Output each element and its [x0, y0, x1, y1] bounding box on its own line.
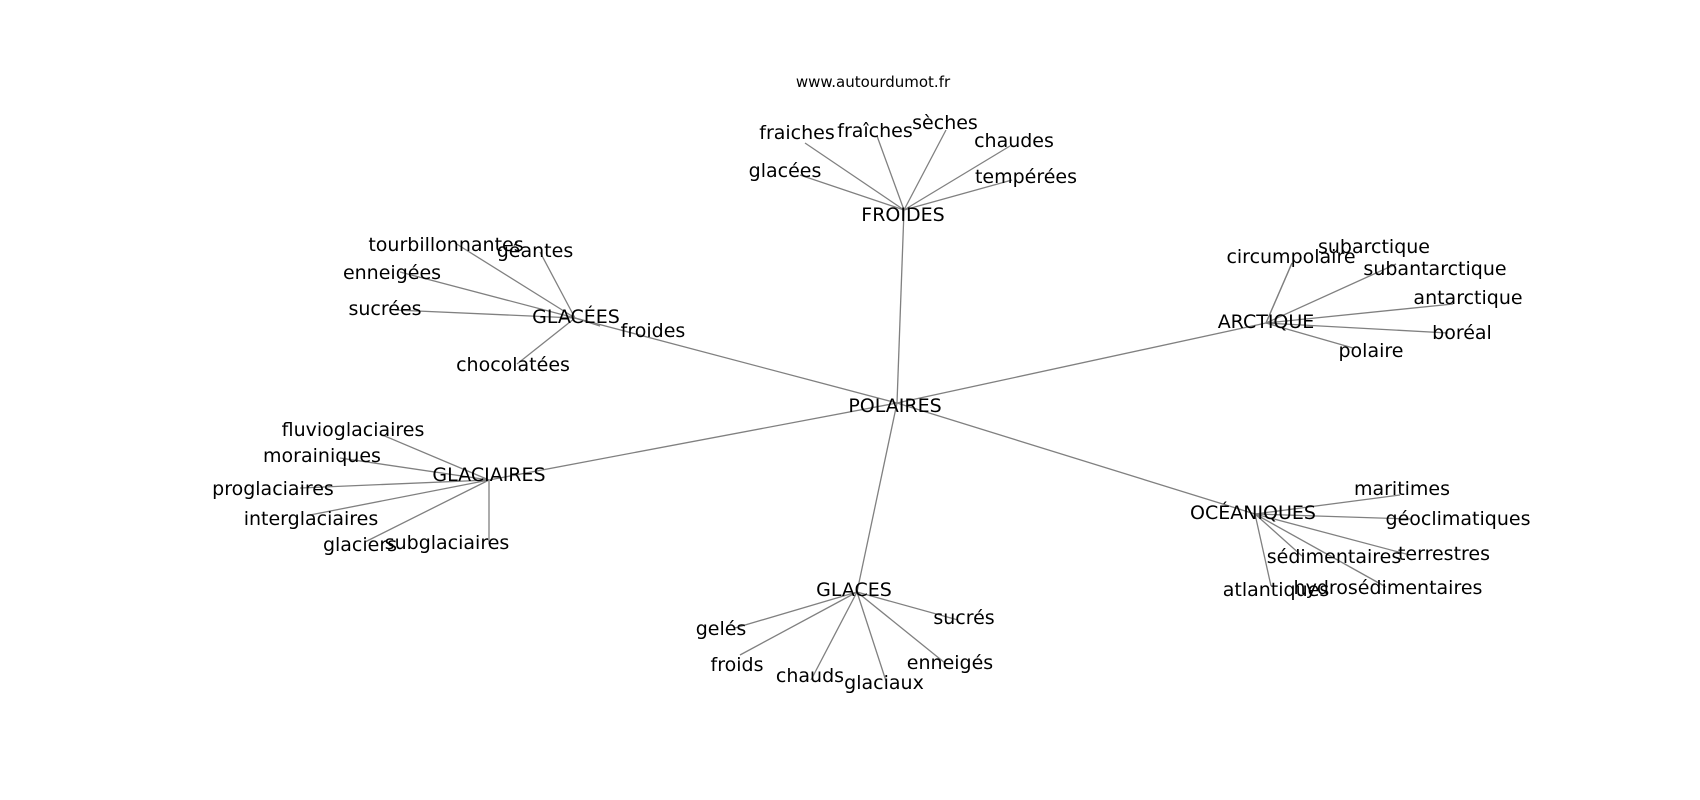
edge-oceaniques-leaf-0	[1254, 494, 1401, 515]
leaf-atlantiques: atlantiques	[1223, 579, 1329, 601]
edge-oceaniques-leaf-4	[1254, 513, 1272, 587]
group-node-glacees: GLACÉES	[532, 305, 620, 328]
edge-glaciaires-leaf-2	[299, 479, 490, 489]
group-node-glaces: GLACES	[816, 579, 892, 601]
edge-oceaniques-leaf-1	[1254, 513, 1411, 520]
leaf-glaciers: glaciers	[323, 534, 397, 556]
leaf-terrestres: terrestres	[1398, 543, 1490, 565]
leaf-geoclimatiques: géoclimatiques	[1386, 508, 1531, 530]
leaf-polaire: polaire	[1339, 340, 1404, 362]
edge-glacees-leaf-4	[574, 317, 601, 327]
leaf-tourbillonnantes: tourbillonnantes	[368, 234, 523, 256]
edge-glaciaires-leaf-0	[379, 433, 490, 481]
edge-froides-leaf-0	[804, 142, 905, 211]
edge-froides-leaf-4	[799, 174, 905, 211]
leaf-interglaciaires: interglaciaires	[244, 508, 379, 530]
group-node-glaciaires: GLACIAIRES	[432, 464, 545, 486]
leaf-fraiches: fraiches	[759, 122, 835, 144]
edge-center-glaces	[856, 402, 898, 593]
center-node-polaires: POLAIRES	[848, 395, 941, 417]
edge-center-oceaniques	[896, 402, 1256, 515]
edge-oceaniques-leaf-3	[1254, 513, 1407, 555]
leaf-glaciaux: glaciaux	[844, 672, 924, 694]
edge-center-froides	[896, 209, 905, 404]
edge-glaces-leaf-5	[856, 591, 887, 682]
leaf-chaudes: chaudes	[974, 130, 1054, 152]
leaf-maritimes: maritimes	[1354, 478, 1450, 500]
group-node-froides: FROIDES	[861, 204, 944, 226]
leaf-froids: froids	[711, 654, 764, 676]
graph-edges	[299, 129, 1454, 682]
edge-glaces-leaf-1	[734, 591, 858, 629]
leaf-boreal: boréal	[1432, 322, 1492, 344]
edge-glaciaires-leaf-3	[309, 479, 490, 516]
leaf-fraiches-accent: fraîches	[837, 120, 913, 142]
edge-glacees-leaf-5	[516, 317, 576, 365]
leaf-subglaciaires: subglaciaires	[385, 532, 510, 554]
edge-arctique-leaf-5	[1265, 322, 1354, 349]
leaf-fluvioglaciaires: fluvioglaciaires	[282, 419, 425, 441]
leaf-temperees: tempérées	[975, 166, 1077, 188]
leaf-morainiques: morainiques	[263, 445, 381, 467]
edge-glacees-leaf-1	[539, 251, 576, 319]
leaf-seches: sèches	[912, 112, 978, 134]
edge-froides-leaf-2	[903, 129, 947, 211]
source-url: www.autourdumot.fr	[796, 73, 951, 91]
leaf-antarctique: antarctique	[1413, 287, 1522, 309]
edge-froides-leaf-5	[903, 179, 1013, 211]
edge-arctique-leaf-3	[1265, 303, 1454, 324]
leaf-froides: froides	[621, 320, 686, 342]
edge-glacees-leaf-3	[394, 309, 576, 319]
leaf-enneiges: enneigés	[907, 652, 993, 674]
group-node-arctique: ARCTIQUE	[1218, 311, 1315, 333]
leaf-sucres: sucrés	[933, 607, 994, 629]
group-node-oceaniques: OCÉANIQUES	[1190, 501, 1316, 524]
edge-glaciaires-leaf-4	[364, 479, 490, 543]
leaf-geles: gelés	[696, 618, 747, 640]
graph-labels: www.autourdumot.fr POLAIRES FROIDES frai…	[212, 73, 1530, 694]
leaf-subantarctique: subantarctique	[1363, 258, 1506, 280]
edge-oceaniques-leaf-5	[1254, 513, 1387, 588]
leaf-hydrosedimentaires: hydrosédimentaires	[1294, 577, 1483, 599]
edge-glaces-leaf-0	[856, 591, 959, 621]
leaf-chauds: chauds	[776, 665, 844, 687]
edge-glacees-leaf-0	[454, 242, 576, 319]
edge-oceaniques-leaf-2	[1254, 513, 1303, 557]
leaf-circumpolaire: circumpolaire	[1226, 246, 1355, 268]
leaf-glacees: glacées	[749, 160, 822, 182]
edge-froides-leaf-1	[876, 135, 905, 211]
leaf-chocolatees: chocolatées	[456, 354, 570, 376]
edge-glaciaires-leaf-1	[339, 457, 490, 481]
leaf-proglaciaires: proglaciaires	[212, 478, 334, 500]
leaf-sucrees: sucrées	[348, 298, 421, 320]
edge-arctique-leaf-2	[1265, 263, 1397, 324]
edge-froides-leaf-3	[903, 145, 1011, 211]
edge-arctique-leaf-4	[1265, 322, 1449, 334]
leaf-enneigees: enneigées	[343, 262, 441, 284]
edge-glaces-leaf-2	[739, 591, 858, 656]
leaf-geantes: géantes	[497, 240, 573, 262]
edge-center-arctique	[896, 322, 1267, 404]
edge-center-glaciaires	[488, 402, 898, 481]
leaf-sedimentaires: sédimentaires	[1267, 546, 1402, 568]
edge-glaces-leaf-4	[810, 591, 858, 681]
leaf-subarctique: subarctique	[1318, 236, 1430, 258]
edge-glacees-leaf-2	[399, 271, 576, 319]
edge-center-glacees	[574, 317, 898, 404]
edge-glaces-leaf-3	[856, 591, 946, 664]
edge-arctique-leaf-1	[1265, 262, 1293, 324]
